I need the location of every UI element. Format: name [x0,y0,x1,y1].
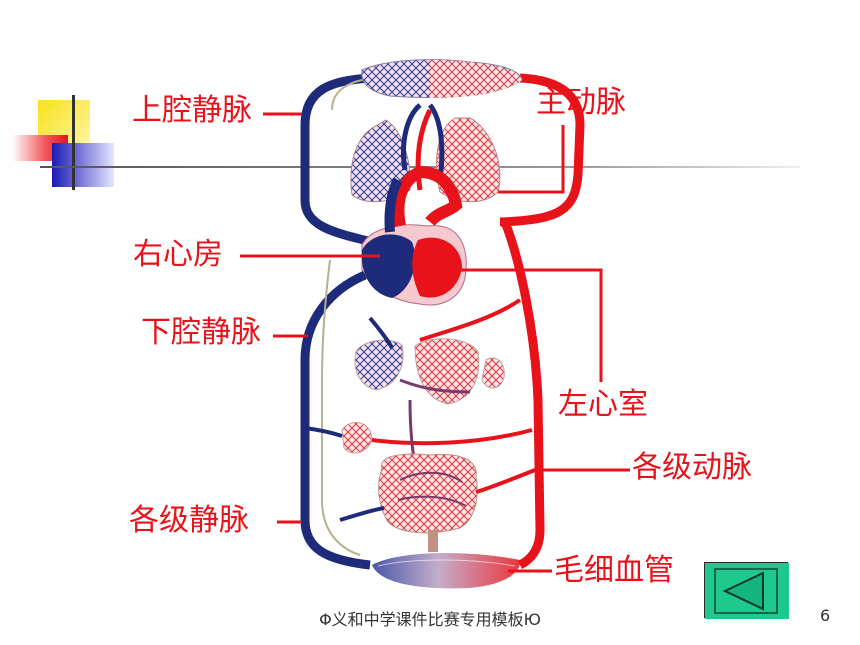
label-left-ventricle: 左心室 [558,387,648,422]
label-aorta: 主动脉 [536,85,626,120]
label-superior-vena-cava: 上腔静脉 [132,93,252,128]
triangle-left-icon [705,563,789,619]
previous-slide-button[interactable] [704,562,789,619]
label-right-atrium: 右心房 [133,237,223,272]
label-veins: 各级静脉 [129,503,249,538]
page-number: 6 [820,606,831,625]
label-arteries: 各级动脉 [632,450,752,485]
footer-text: Φ义和中学课件比赛专用模板Ю [319,610,541,629]
label-capillaries: 毛细血管 [554,553,674,588]
label-inferior-vena-cava: 下腔静脉 [141,315,261,350]
